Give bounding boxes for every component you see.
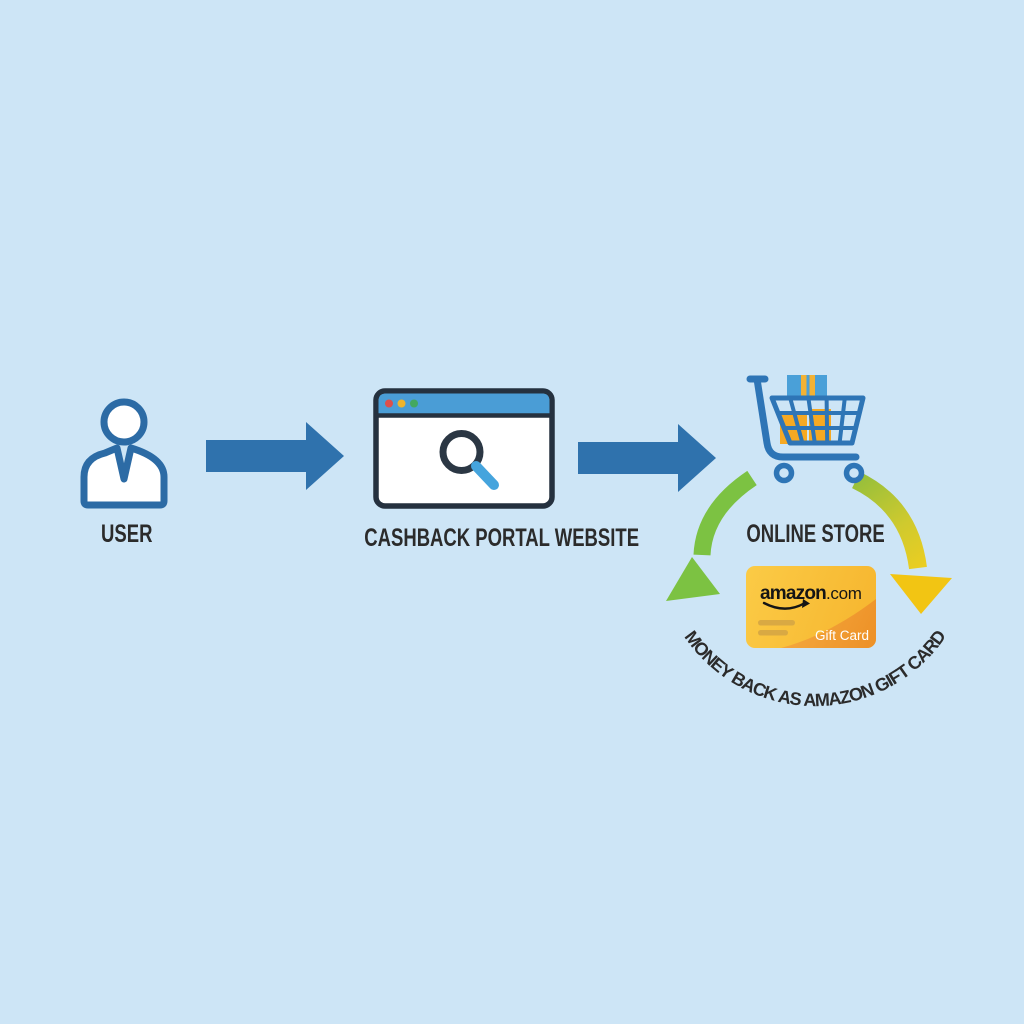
store-label: ONLINE STORE — [746, 520, 886, 548]
cashback-cycle: MONEY BACK AS AMAZON GIFT CARD — [666, 470, 952, 710]
search-icon — [439, 430, 499, 490]
amazon-gift-card: amazon.com Gift Card — [746, 566, 876, 648]
user-label: USER — [101, 520, 153, 548]
amazon-logo: amazon.com — [760, 583, 862, 604]
package-box-icon — [787, 375, 827, 398]
gift-card-label: Gift Card — [815, 628, 869, 643]
amazon-smile-icon — [762, 599, 810, 610]
cart-wheel-icon — [773, 462, 795, 484]
window-dot-red-icon — [385, 399, 393, 408]
window-dot-yellow-icon — [397, 399, 406, 408]
cycle-arrow-up-icon — [666, 470, 757, 601]
cart-wheel-icon — [843, 462, 865, 484]
portal-label: CASHBACK PORTAL WEBSITE — [364, 524, 640, 552]
card-corner-swoosh — [781, 599, 876, 648]
cycle-arrow-down-icon — [851, 471, 952, 614]
browser-titlebar — [378, 393, 550, 414]
card-line — [758, 630, 788, 636]
user-icon — [80, 398, 168, 509]
window-dot-green-icon — [410, 399, 418, 408]
browser-search-icon — [373, 388, 555, 509]
card-line — [758, 620, 795, 626]
arrow-right-icon — [578, 424, 716, 492]
shopping-cart-icon — [746, 375, 866, 484]
arrow-right-icon — [206, 422, 344, 490]
